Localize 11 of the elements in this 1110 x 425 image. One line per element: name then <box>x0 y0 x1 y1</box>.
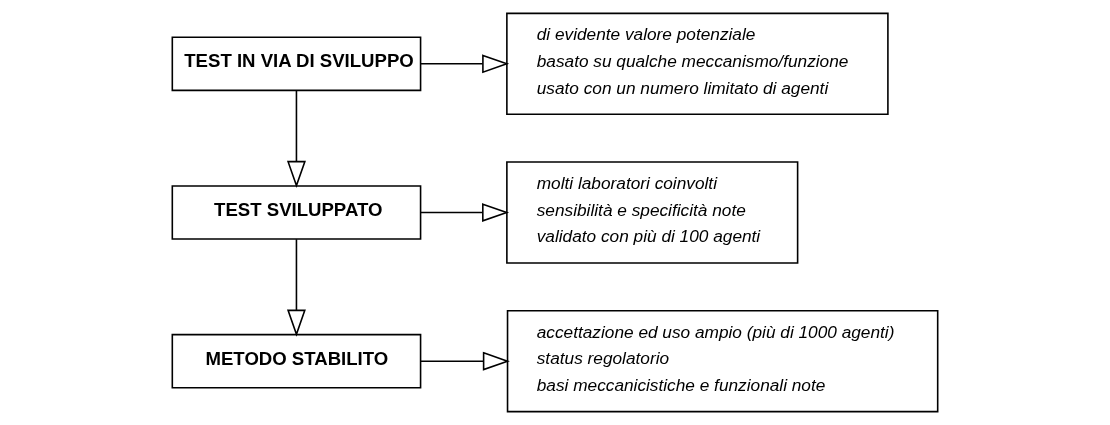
arrow <box>420 54 510 74</box>
arrow <box>420 203 510 222</box>
node-box: molti laboratori coinvolti sensibilità e specificità note validato con più di 100 agenti <box>506 161 799 264</box>
node-box: accettazione ed uso ampio (più di 1000 agenti) status regolatorio basi meccanicistiche e funzionali note <box>506 309 939 413</box>
arrow <box>420 351 510 371</box>
arrow <box>286 89 306 188</box>
node-box: TEST SVILUPPATO <box>171 185 422 240</box>
node-box: METODO STABILITO <box>171 333 422 389</box>
node-box: di evidente valore potenziale basato su qualche meccanismo/funzione usato con un numero limitato di agenti <box>506 12 889 116</box>
node-box: TEST IN VIA DI SVILUPPO <box>171 36 422 92</box>
arrow <box>286 238 306 337</box>
